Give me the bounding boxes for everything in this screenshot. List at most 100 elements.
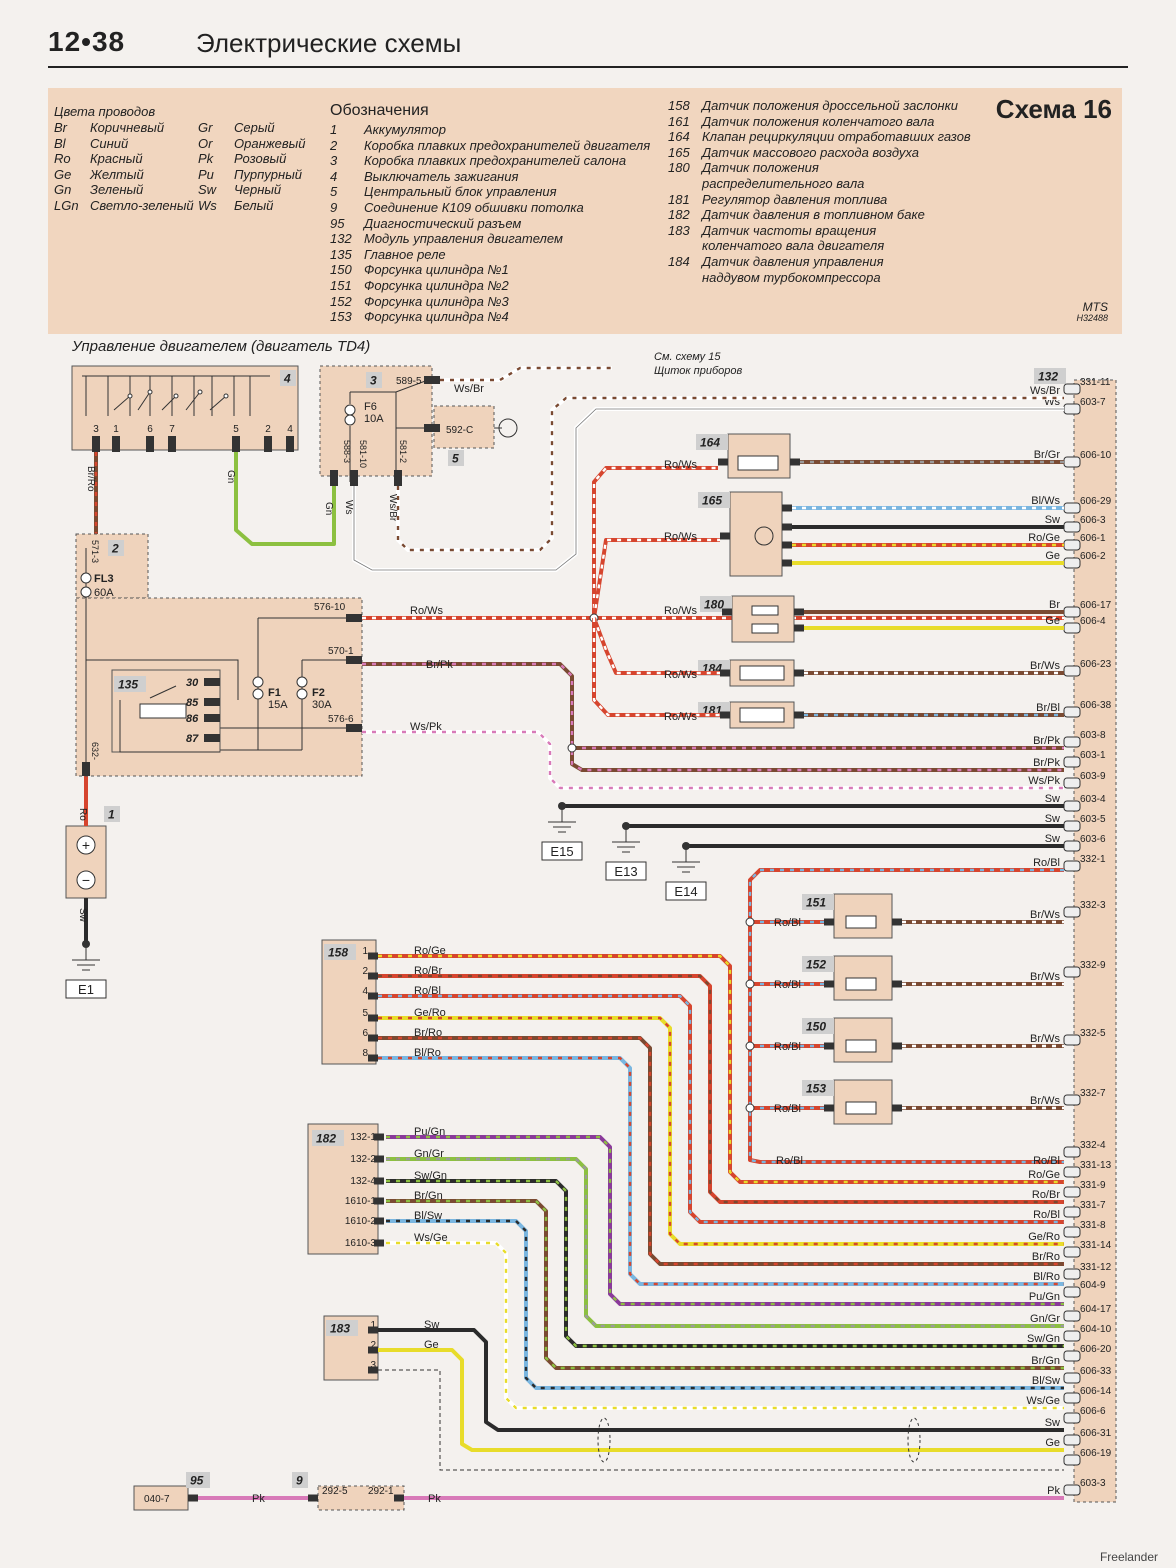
designation-num: 1: [330, 122, 338, 137]
pin-label: 571-3: [90, 540, 100, 563]
footer-label: Freelander: [1099, 1550, 1158, 1564]
wire-label: Ro/Ws: [664, 531, 698, 543]
ecu-pin: [1063, 800, 1081, 812]
wire-label: Ro/Bl: [774, 979, 801, 991]
switch-pin-label: 1: [113, 424, 119, 435]
ecu-pin: [1063, 706, 1081, 718]
pin: [368, 992, 378, 1000]
wire-label: Ro/Bl: [776, 1155, 803, 1167]
sensor-158-wire-stripe: [378, 1036, 1064, 1266]
diagnostic-connector-95: [133, 1485, 189, 1511]
designation-row: наддувом турбокомпрессора: [668, 270, 971, 286]
ecu-pin-label: 606-29: [1080, 496, 1112, 507]
switch-pin: [92, 436, 100, 452]
ecu-pin-label: 606-33: [1080, 1366, 1112, 1377]
splice: [745, 1041, 755, 1051]
wire-label: Gn/Gr: [414, 1148, 444, 1160]
color-name: Желтый: [90, 166, 144, 182]
pin-label: 576-10: [314, 602, 346, 613]
fuse-bottom: [296, 688, 308, 700]
wire-label: Br/Ro: [414, 1027, 442, 1039]
ground-e14-label-box: [665, 881, 707, 901]
designation-text: распределительного вала: [702, 175, 865, 191]
ecu-pin-label: 331-13: [1080, 1160, 1112, 1171]
pin: [374, 1133, 384, 1141]
ecu-pin: [1063, 1094, 1081, 1106]
ecu-pin-label: 606-20: [1080, 1344, 1112, 1355]
wire-label: Br/Ws: [1030, 909, 1060, 921]
switch-node: [127, 393, 133, 399]
fuse-box-pin: [346, 614, 362, 622]
pin: [794, 711, 804, 719]
egr-valve-164-tag: [696, 434, 728, 450]
battery-minus-sign: −: [82, 872, 90, 888]
ecu-pin: [1063, 1268, 1081, 1280]
relay-pin-label: 86: [186, 713, 199, 725]
ecu-pin-label: 606-1: [1080, 533, 1106, 544]
pin-number: 8: [362, 1048, 368, 1059]
fuse-f6-rating: 10A: [364, 413, 384, 425]
page-number: 12•38: [48, 26, 126, 57]
ecu-pin-label: 603-1: [1080, 750, 1106, 761]
ignition-switch-tag-text: 4: [283, 372, 291, 386]
ecu-pin: [1063, 966, 1081, 978]
ecu-pin-label: 332-4: [1080, 1140, 1106, 1151]
color-code2: Sw: [198, 182, 217, 198]
crank-sw: [378, 1328, 1064, 1432]
br-pk-wire: [362, 662, 1064, 772]
designation-num: 3: [330, 153, 338, 169]
pin-number: 3: [370, 1360, 376, 1371]
switch-node: [197, 389, 203, 395]
ecu-pin: [1063, 1206, 1081, 1218]
pin: [394, 1494, 404, 1502]
ground-e13-label: E13: [614, 864, 637, 879]
throttle-sensor-tag-text: 158: [328, 946, 348, 960]
ecu-pin-label: 603-3: [1080, 1478, 1106, 1489]
switch-pin: [264, 436, 272, 452]
wire-label: Br/Ro: [1032, 1251, 1060, 1263]
pin-label: 581-2: [398, 440, 408, 463]
diagnostic-connector-tag: [186, 1472, 210, 1488]
wire-label: Ge/Ro: [414, 1007, 446, 1019]
ecu-pin-label: 603-8: [1080, 730, 1106, 741]
cam-coil: [751, 605, 779, 616]
sensor-182-wire-stripe: [386, 1241, 1064, 1410]
designation-num: 150: [330, 262, 352, 278]
ecu-pin: [1063, 1034, 1081, 1046]
pin-label: 588-3: [342, 440, 352, 463]
cam-sensor-180-tag-text: 180: [704, 598, 724, 612]
injector-152-tag: [802, 956, 834, 972]
ecu-pin: [1063, 403, 1081, 415]
maf-transistor: [754, 526, 774, 546]
designation-text: Диагностический разъем: [364, 215, 522, 231]
designation-num: 182: [668, 207, 690, 223]
splice: [745, 917, 755, 927]
ignition-gn-wire: [234, 452, 336, 546]
designation-num: 9: [330, 199, 338, 215]
fuse-pin: [330, 470, 338, 486]
wire-label: Ge: [1045, 1437, 1060, 1449]
designation-text: Модуль управления двигателем: [364, 231, 563, 247]
designation-num: 165: [668, 144, 690, 160]
injector-coil: [845, 1039, 877, 1053]
ws-br-to-dash: [440, 366, 612, 382]
wire-label: Br/Ws: [1030, 1033, 1060, 1045]
designation-text: Выключатель зажигания: [364, 168, 519, 184]
ecu-132-connector: [1073, 379, 1117, 1503]
ecu-pin-label: 606-6: [1080, 1406, 1106, 1417]
pin-label: 292-1: [368, 1486, 394, 1497]
ecu-pin: [1063, 1392, 1081, 1404]
cam-sensor-180: [731, 595, 795, 643]
pin: [892, 918, 902, 926]
pin-label: 1610-2: [345, 1216, 377, 1227]
pin: [368, 1054, 378, 1062]
